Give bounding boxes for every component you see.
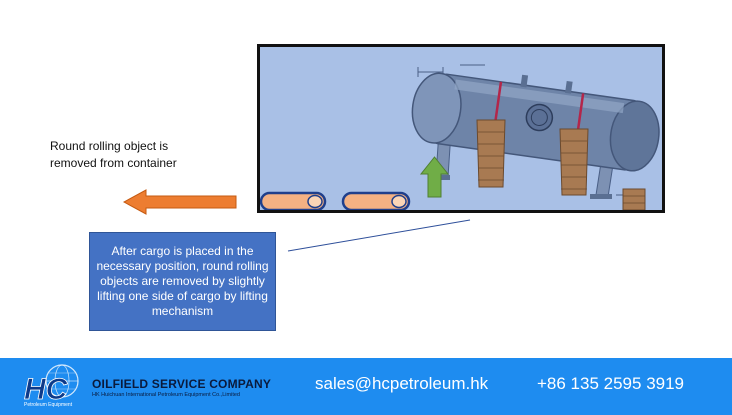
side-caption: Round rolling object is removed from con… bbox=[50, 138, 240, 172]
caption-line-1: Round rolling object is bbox=[50, 139, 169, 153]
caption-line-2: removed from container bbox=[50, 156, 177, 170]
callout-box: After cargo is placed in the necessary p… bbox=[89, 232, 276, 331]
callout-leader-line bbox=[287, 219, 471, 252]
roller-icon bbox=[341, 191, 411, 210]
contact-email[interactable]: sales@hcpetroleum.hk bbox=[315, 374, 489, 393]
container-illustration bbox=[260, 64, 660, 210]
company-name: OILFIELD SERVICE COMPANY bbox=[92, 377, 272, 391]
crate-icon bbox=[622, 188, 646, 210]
callout-text: After cargo is placed in the necessary p… bbox=[96, 244, 269, 318]
wooden-saddles bbox=[476, 119, 589, 196]
logo-tagline: Petroleum Equipment bbox=[24, 402, 73, 408]
container-frame bbox=[257, 44, 665, 213]
arrow-left-icon bbox=[122, 189, 237, 215]
globe-logo-icon: HC bbox=[24, 364, 79, 406]
roller-icon bbox=[260, 191, 327, 210]
footer-band bbox=[0, 358, 732, 415]
company-subtitle: HK Huichuan International Petroleum Equi… bbox=[92, 392, 240, 398]
contact-phone[interactable]: +86 135 2595 3919 bbox=[537, 374, 685, 393]
arrow-up-icon bbox=[419, 156, 450, 198]
logo-letters: HC bbox=[24, 373, 69, 406]
